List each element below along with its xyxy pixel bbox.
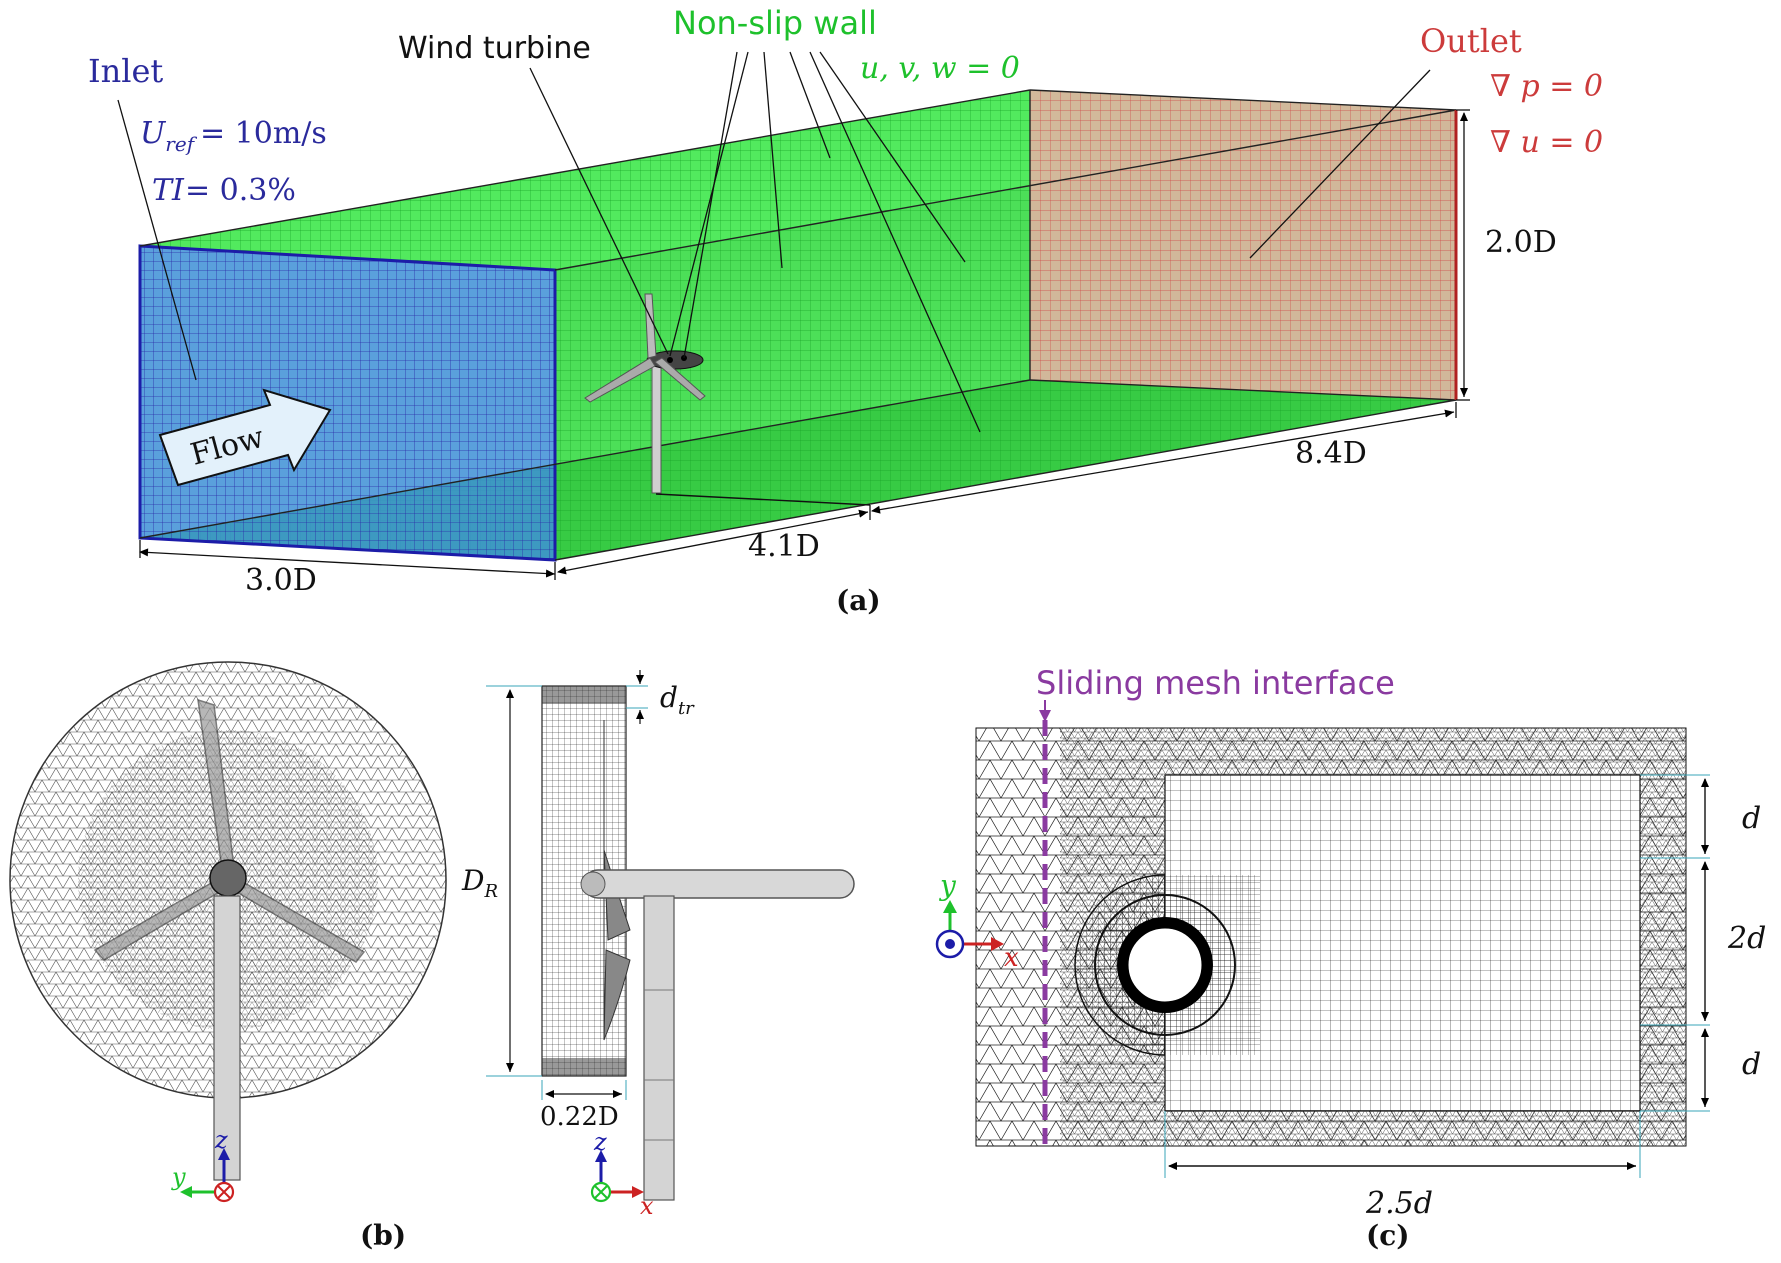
inlet-title: Inlet — [88, 52, 163, 90]
leader-lines — [117, 51, 1431, 433]
uref-symbol: Uref — [140, 116, 198, 156]
dim-downstream: 8.4D — [1295, 436, 1367, 471]
panel-c: Sliding mesh interface y x d — [935, 664, 1766, 1252]
wall-title: Non-slip wall — [673, 4, 877, 42]
axes-c — [935, 900, 1004, 959]
flow-arrow: Flow — [158, 388, 332, 487]
dim-upstream: 4.1D — [748, 529, 820, 564]
caption-c: (c) — [1366, 1219, 1410, 1252]
axis-y-front: y — [171, 1163, 186, 1191]
caption-b: (b) — [360, 1219, 406, 1252]
dim-c-length: 2.5d — [1365, 1186, 1433, 1221]
dim-c-bottom: d — [1742, 1047, 1761, 1082]
tower-front — [213, 895, 241, 1181]
wind-turbine-label: Wind turbine — [398, 31, 591, 66]
ti-symbol: TI — [152, 173, 185, 208]
nacelle-side — [583, 869, 855, 899]
axis-x-c: x — [1004, 943, 1019, 973]
cylinder-ogrid — [1074, 874, 1260, 1056]
d-r-label: DR — [461, 864, 498, 902]
axis-z-side: z — [593, 1128, 607, 1156]
uref-value: = 10m/s — [200, 116, 327, 151]
axis-z-front: z — [214, 1126, 228, 1154]
dim-height: 2.0D — [1485, 225, 1557, 260]
caption-a: (a) — [836, 584, 881, 617]
thickness-label: 0.22D — [540, 1102, 619, 1132]
axis-y-c: y — [938, 869, 957, 902]
cylinder — [1125, 925, 1205, 1005]
ti-value: = 0.3% — [185, 173, 296, 208]
outlet-bc1: ∇ p = 0 — [1490, 69, 1603, 104]
axis-x-side: x — [640, 1192, 654, 1220]
wind-turbine — [584, 293, 706, 494]
sliding-interface-label: Sliding mesh interface — [1036, 664, 1395, 702]
axes-side — [590, 1150, 644, 1203]
dim-c-top: d — [1742, 801, 1761, 836]
dim-c-middle: 2d — [1727, 921, 1766, 956]
dim-width: 3.0D — [245, 563, 317, 598]
axes-front — [180, 1148, 235, 1203]
panel-b: z y — [9, 661, 855, 1252]
rotor-blades — [93, 698, 366, 963]
tower-side — [643, 895, 675, 1201]
d-tr-label: dtr — [660, 681, 695, 719]
outlet-bc2: ∇ u = 0 — [1490, 125, 1603, 160]
wall-bc: u, v, w = 0 — [860, 51, 1020, 86]
outlet-title: Outlet — [1420, 22, 1522, 60]
panel-a: Flow Inlet Uref = 10m/s TI = 0.3% Wind t… — [88, 4, 1603, 617]
